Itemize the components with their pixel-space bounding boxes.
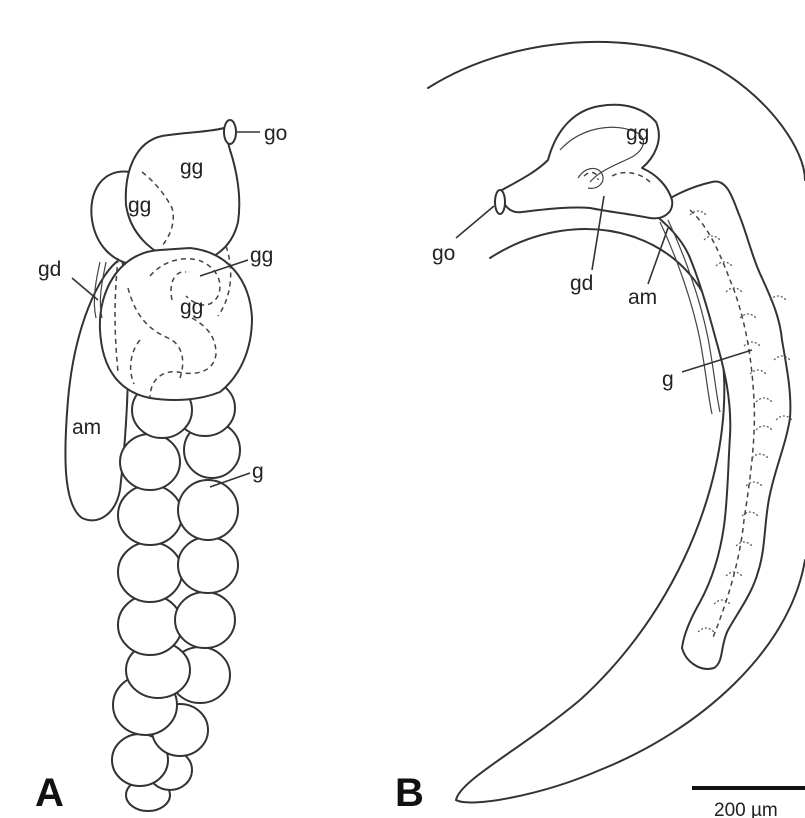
gonopore-b — [495, 190, 505, 214]
scale-bar-label: 200 µm — [714, 800, 778, 818]
gonad-b — [652, 181, 790, 668]
panel-b: gg go gd am g B 200 µm — [395, 42, 805, 818]
label-go-a: go — [264, 122, 287, 145]
gonopore-a — [224, 120, 236, 144]
label-gg-b: gg — [626, 122, 649, 145]
label-g-a: g — [252, 460, 264, 483]
label-gg-top-a: gg — [180, 156, 203, 179]
label-gd-b: gd — [570, 272, 593, 295]
label-am-b: am — [628, 286, 657, 309]
gonad-a — [112, 380, 240, 811]
panel-letter-b: B — [395, 771, 424, 815]
label-gg-right-a: gg — [250, 244, 273, 267]
label-go-b: go — [432, 242, 455, 265]
panel-letter-a: A — [35, 771, 64, 815]
gland-lobe-main-a — [100, 248, 252, 400]
panel-a: go gg gg gg gg gd am g A — [35, 120, 287, 815]
label-g-b: g — [662, 368, 674, 391]
label-gd-a: gd — [38, 258, 61, 281]
label-gg-center-a: gg — [180, 296, 203, 319]
label-gg-left-a: gg — [128, 194, 151, 217]
label-am-a: am — [72, 416, 101, 439]
